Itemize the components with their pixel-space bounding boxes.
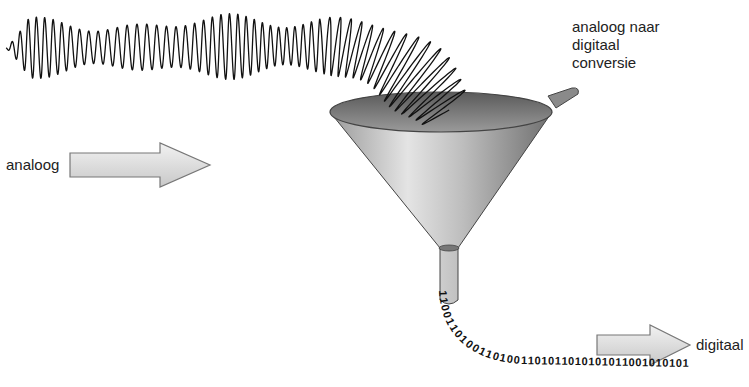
process-label: analoog naar digitaal conversie	[572, 18, 682, 72]
funnel-neck	[439, 245, 459, 251]
funnel-cone	[330, 112, 552, 304]
block-arrow	[70, 143, 210, 187]
funnel-handle	[548, 88, 578, 108]
bit-guide	[449, 302, 747, 370]
signal-label: digitaal	[696, 336, 744, 354]
analog-wave	[6, 14, 465, 125]
signal-label: analoog	[6, 156, 59, 174]
funnel	[330, 88, 578, 304]
